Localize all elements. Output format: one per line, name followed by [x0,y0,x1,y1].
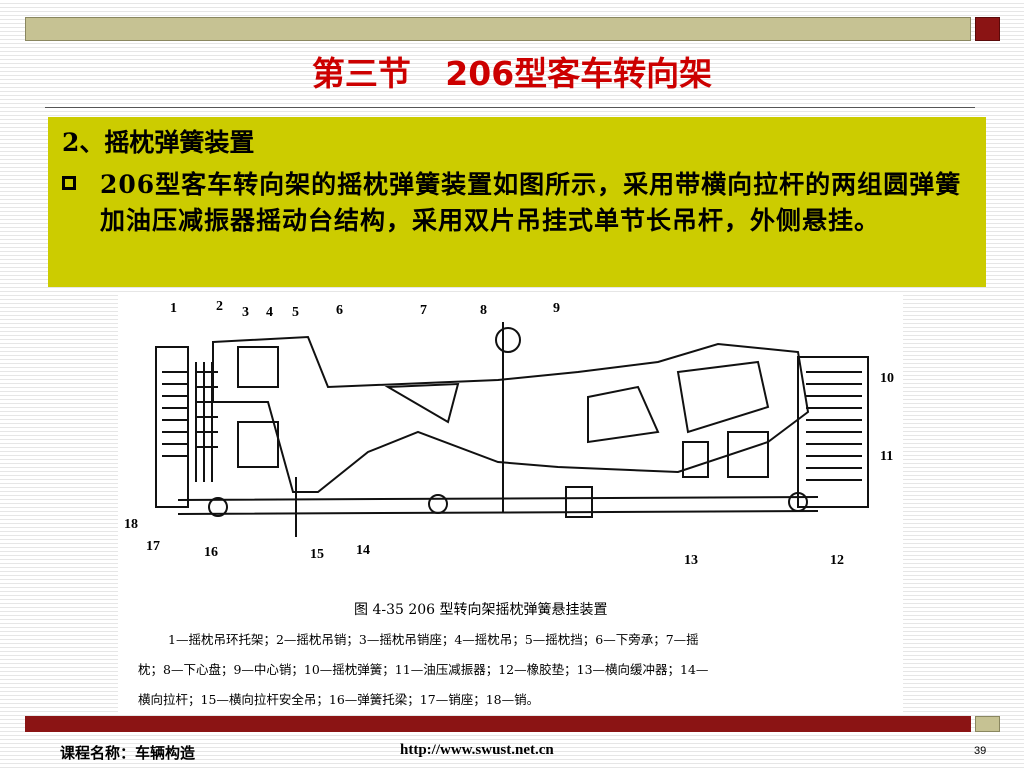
top-decor-bar [25,17,971,41]
lateral-rod [177,496,819,515]
center-pin-head [495,327,521,353]
callout-11: 11 [880,449,893,464]
bottom-decor-bar [25,716,971,732]
callout-16: 16 [204,545,218,560]
callout-10: 10 [880,371,894,386]
top-decor-square [975,17,1000,41]
callout-7: 7 [420,303,427,318]
bottom-decor-square [975,716,1000,732]
legend-line-1: 1—摇枕吊环托架；2—摇枕吊销；3—摇枕吊销座；4—摇枕吊；5—摇枕挡；6—下旁… [168,632,699,647]
bolster-body [212,335,810,493]
right-damper-block [727,431,769,478]
bullet-text: 206型客车转向架的摇枕弹簧装置如图所示，采用带横向拉杆的两组圆弹簧加油压减振器… [100,170,962,235]
footer-course-name: 课程名称：车辆构造 [60,744,196,762]
bogie-figure: 1 2 3 4 5 6 7 8 9 10 11 12 13 14 15 16 1… [118,292,903,712]
section-heading: 2、摇枕弹簧装置 [62,128,255,157]
square-bullet-icon [62,167,100,239]
left-damper-block [237,421,279,468]
bolster-hanger-block [237,346,279,388]
title-divider [45,107,975,108]
right-coil-spring [806,371,862,481]
bolster-cutout [384,382,460,424]
suspension-diagram: 1 2 3 4 5 6 7 8 9 10 11 12 13 14 15 16 1… [124,299,894,707]
footer-url[interactable]: http://www.swust.net.cn [400,742,554,758]
bullet-item: 206型客车转向架的摇枕弹簧装置如图所示，采用带横向拉杆的两组圆弹簧加油压减振器… [62,167,968,239]
rod-pin-center [428,494,448,514]
rod-pin-left [208,497,228,517]
page-number: 39 [974,745,987,757]
callout-6: 6 [336,303,343,318]
callout-12: 12 [830,553,844,568]
legend-line-2: 枕；8—下心盘；9—中心销；10—摇枕弹簧；11—油压减振器；12—橡胶垫；13… [138,662,708,677]
callout-3: 3 [242,305,249,320]
callout-17: 17 [146,539,160,554]
callout-1: 1 [170,301,177,316]
rubber-pad [565,486,593,518]
callout-2: 2 [216,299,223,314]
figure-caption: 图 4-35 206 型转向架摇枕弹簧悬挂装置 [354,602,608,618]
callout-4: 4 [266,305,273,320]
left-coil-spring [162,362,218,482]
callout-13: 13 [684,553,698,568]
lateral-buffer [682,441,709,478]
callout-15: 15 [310,547,324,562]
legend-line-3: 横向拉杆；15—横向拉杆安全吊；16—弹簧托梁；17—销座；18—销。 [138,692,539,707]
right-cutout [676,360,770,434]
callout-9: 9 [553,301,560,316]
slide-title: 第三节 206型客车转向架 [311,54,713,93]
callout-14: 14 [356,543,370,558]
callout-5: 5 [292,305,299,320]
right-spring-frame [797,356,869,508]
center-cutout [587,385,660,444]
callout-8: 8 [480,303,487,318]
callout-18: 18 [124,517,138,532]
content-box: 2、摇枕弹簧装置 206型客车转向架的摇枕弹簧装置如图所示，采用带横向拉杆的两组… [48,117,986,287]
